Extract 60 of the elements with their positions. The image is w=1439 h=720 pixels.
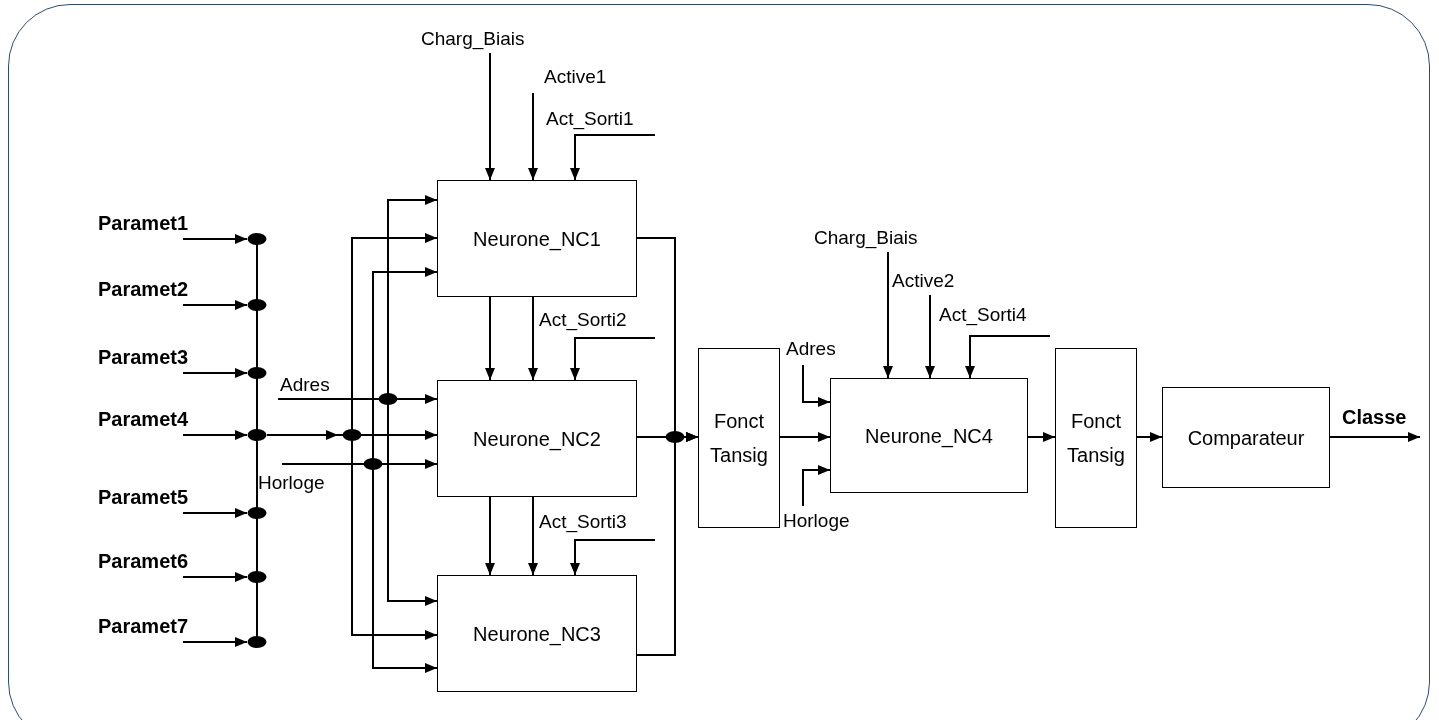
signal-label: Act_Sorti3	[539, 509, 691, 543]
connector-arrow	[1027, 432, 1056, 442]
block-label: Neurone_NC1	[473, 226, 601, 251]
edge-label: Classe	[1342, 405, 1407, 430]
signal-label: Horloge	[783, 502, 875, 536]
connector-arrow	[1329, 432, 1421, 442]
block-label: Fonct Tansig	[1066, 409, 1126, 468]
connector-arrow	[182, 234, 248, 244]
signal-label: Paramet5	[98, 484, 236, 515]
signal-label: Act_Sorti1	[546, 106, 698, 138]
connector-arrow	[1136, 432, 1163, 442]
connector-arrow	[182, 300, 248, 310]
connector-arrow	[528, 296, 538, 381]
function-block	[698, 348, 780, 528]
connector-arrow	[485, 296, 495, 381]
connector-arrow	[570, 134, 656, 181]
signal-label: Paramet3	[98, 344, 236, 375]
process-block	[437, 575, 637, 692]
signal-label: Adres	[278, 372, 354, 402]
connector-arrow	[779, 432, 831, 442]
connector-arrow	[182, 637, 248, 647]
connector-arrow	[182, 572, 248, 582]
connector-arrow	[802, 465, 831, 507]
signal-label: Active1	[530, 64, 628, 96]
signal-label: Charg_Biais	[421, 26, 561, 56]
connector-arrow	[636, 432, 699, 656]
connector-arrow	[528, 496, 538, 576]
signal-label: Act_Sorti2	[539, 307, 691, 341]
connector-arrow	[802, 364, 831, 407]
signal-label: Horloge	[258, 462, 344, 496]
connector-arrow	[883, 251, 893, 379]
connector-arrow	[965, 335, 1051, 379]
process-block	[437, 380, 637, 497]
block-label: Neurone_NC3	[473, 621, 601, 646]
signal-label: Paramet7	[98, 613, 236, 644]
connector-arrow	[528, 92, 538, 181]
connector-arrow	[182, 430, 248, 440]
block-label: Fonct Tansig	[709, 409, 769, 468]
signal-label: Active2	[892, 268, 978, 298]
signal-label: Act_Sorti4	[939, 302, 1096, 338]
block-label: Neurone_NC4	[865, 423, 993, 448]
connector-arrow	[925, 294, 935, 379]
process-block	[830, 378, 1028, 493]
function-block	[1055, 348, 1137, 528]
block-label: Neurone_NC2	[473, 426, 601, 451]
connector-arrow	[485, 52, 495, 181]
signal-label: Paramet4	[98, 406, 236, 437]
connector-arrow	[485, 496, 495, 576]
signal-label: Paramet1	[98, 210, 236, 241]
connector-arrow	[182, 508, 248, 518]
connector-arrow	[570, 539, 656, 576]
process-block	[1162, 387, 1330, 488]
signal-label: Charg_Biais	[814, 225, 956, 255]
process-block	[437, 180, 637, 297]
connector-arrow	[182, 368, 248, 378]
signal-label: Adres	[786, 336, 860, 368]
signal-label: Paramet6	[98, 548, 236, 579]
signal-label: Paramet2	[98, 276, 236, 307]
connector-arrow	[570, 337, 656, 381]
block-label: Comparateur	[1187, 425, 1305, 450]
